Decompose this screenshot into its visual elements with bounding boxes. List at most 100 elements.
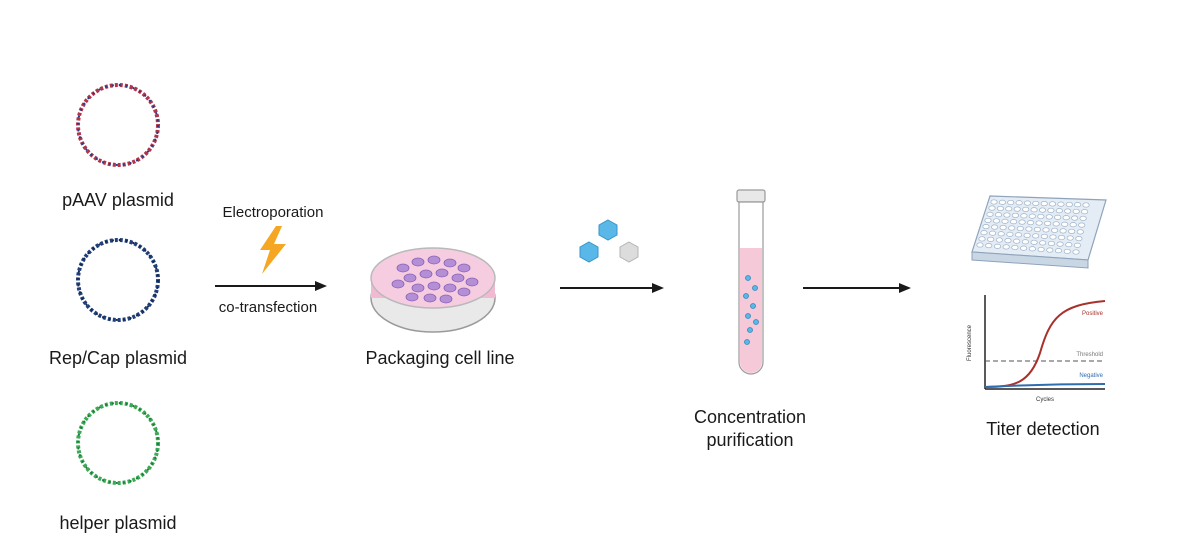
plate-well: [1071, 215, 1079, 221]
plate-well: [1010, 219, 1018, 225]
plate-well: [978, 236, 986, 242]
plate-well: [976, 242, 984, 248]
plate-well: [1013, 238, 1021, 244]
plate-well: [1006, 231, 1014, 237]
plate-well: [1047, 207, 1055, 213]
plate-well: [1037, 213, 1045, 220]
plate-well: [1055, 208, 1063, 214]
plate-well: [1065, 201, 1073, 208]
plate-well: [1082, 202, 1090, 208]
transfection-arrow: [215, 281, 327, 291]
positive-label: Positive: [1082, 311, 1104, 317]
plate-well: [1005, 206, 1013, 212]
plate-well: [1015, 200, 1023, 206]
plate-well: [1037, 246, 1045, 253]
plate-well: [1001, 218, 1009, 224]
plate-well: [1044, 220, 1052, 226]
plate-well: [1013, 206, 1021, 212]
pAAV-plasmid-label: pAAV plasmid: [62, 190, 174, 210]
plate-well: [1078, 222, 1086, 228]
plate-well: [1063, 248, 1071, 254]
plate-well: [1079, 215, 1087, 221]
plate-well: [1042, 227, 1050, 233]
plate-well: [1020, 245, 1028, 251]
plate-well: [1030, 239, 1038, 245]
aav-capsid-icons: [579, 219, 639, 263]
plate-well: [1038, 207, 1047, 213]
plate-well: [980, 230, 988, 236]
petri-dish-icon: [370, 247, 496, 333]
plate-well: [1032, 233, 1040, 239]
qpcr-xlabel: Cycles: [1036, 397, 1054, 403]
plate-well: [1007, 199, 1015, 206]
plate-well: [1046, 247, 1054, 253]
lightning-bolt-icon: [260, 226, 286, 274]
plate-well: [1054, 248, 1063, 254]
plate-well: [989, 230, 997, 236]
plate-well: [1076, 229, 1084, 235]
titer-detection-label: Titer detection: [986, 419, 1100, 439]
qpcr-ylabel: Fluorescence: [967, 324, 973, 361]
plate-well: [1011, 244, 1019, 251]
plate-well: [1040, 201, 1048, 207]
plate-well: [1018, 219, 1026, 225]
detection-arrow: [803, 283, 911, 293]
plate-well: [1023, 200, 1032, 206]
plate-well: [1072, 208, 1080, 214]
plate-well: [988, 205, 996, 211]
plate-well: [1081, 209, 1089, 215]
negative-label: Negative: [1079, 373, 1103, 379]
concentration-label: Concentration: [693, 407, 807, 427]
plate-well: [994, 212, 1003, 218]
plate-well: [995, 237, 1003, 243]
plate-well: [1025, 226, 1033, 232]
plate-well: [1049, 234, 1057, 240]
plate-well: [1032, 200, 1040, 206]
plate-well: [1047, 240, 1055, 247]
plate-well: [986, 211, 994, 217]
co-transfection-label: co-transfection: [218, 299, 318, 316]
plate-well: [1057, 201, 1065, 207]
helper-plasmid-icon: [76, 401, 160, 485]
plate-well: [987, 236, 995, 242]
plate-well: [1073, 242, 1081, 248]
plate-well: [1059, 228, 1067, 234]
plate-well: [1028, 213, 1036, 219]
plate-well: [1035, 220, 1043, 226]
plate-well: [1033, 226, 1041, 233]
plate-well: [1051, 227, 1059, 233]
plate-well: [1027, 220, 1035, 226]
helper-plasmid-label: helper plasmid: [59, 513, 177, 533]
well-plate-icon: [971, 195, 1107, 269]
plate-well: [1039, 240, 1047, 246]
plate-well: [1028, 246, 1036, 252]
purification-label: purification: [706, 430, 794, 450]
plate-well: [1040, 233, 1048, 239]
rep-cap-plasmid-icon: [76, 238, 160, 322]
plate-well: [1056, 241, 1064, 247]
plate-well: [998, 199, 1006, 205]
plate-well: [1052, 221, 1060, 227]
plate-well: [982, 224, 990, 230]
plate-well: [997, 231, 1005, 237]
plate-well: [1068, 228, 1076, 234]
plate-well: [1011, 212, 1019, 218]
plate-well: [1061, 221, 1069, 227]
plate-well: [1022, 206, 1030, 212]
purification-arrow: [560, 283, 664, 293]
negative-curve: [984, 383, 1106, 388]
plate-well: [1020, 213, 1028, 219]
plate-well: [992, 218, 1001, 224]
plate-well: [1030, 207, 1038, 213]
plate-well: [996, 205, 1004, 212]
test-tube-icon: [736, 189, 766, 375]
plate-well: [993, 243, 1002, 249]
plate-well: [984, 217, 992, 223]
plate-well: [1074, 202, 1082, 208]
plate-well: [1072, 249, 1080, 255]
plate-well: [985, 243, 993, 249]
plate-well: [1045, 214, 1053, 220]
plate-well: [1002, 244, 1010, 250]
plate-well: [1048, 201, 1057, 207]
qpcr-chart: Fluorescence Cycles Positive Threshold N…: [967, 295, 1106, 403]
